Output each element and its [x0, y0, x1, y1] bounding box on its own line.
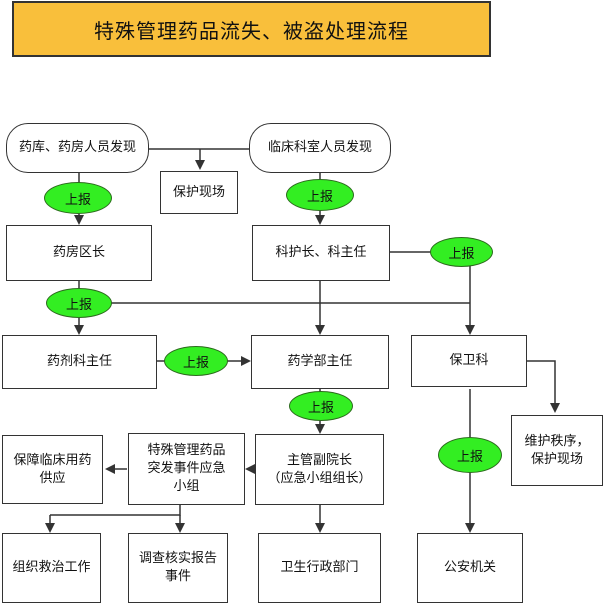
- node-police: 公安机关: [417, 533, 523, 603]
- node-investigate: 调查核实报告 事件: [128, 533, 228, 603]
- report-oval-pharmacy-head: 上报: [46, 288, 112, 318]
- connector-group-down: [50, 505, 181, 516]
- node-vice-president: 主管副院长 （应急小组组长）: [255, 434, 384, 505]
- node-pharmacy-head: 药房区长: [6, 225, 152, 281]
- node-pharmacy-dept-director: 药学部主任: [251, 335, 389, 389]
- report-oval-dept-director: 上报: [289, 391, 353, 421]
- node-health-admin: 卫生行政部门: [258, 533, 381, 603]
- node-clinical-staff: 临床科室人员发现: [249, 123, 391, 173]
- node-maintain-order: 维护秩序， 保护现场: [511, 415, 603, 486]
- node-emergency-group: 特殊管理药品 突发事件应急 小组: [128, 433, 245, 505]
- node-pharmacy-staff: 药库、药房人员发现: [6, 123, 149, 173]
- report-oval-director: 上报: [164, 346, 228, 376]
- report-oval-clinical: 上报: [286, 179, 354, 211]
- node-security: 保卫科: [411, 335, 527, 387]
- node-ensure-supply: 保障临床用药 供应: [2, 435, 103, 504]
- report-oval-dept-head: 上报: [430, 237, 493, 267]
- node-dept-head: 科护长、科主任: [252, 225, 390, 281]
- connector-to-maintain-order: [527, 360, 560, 413]
- page-title: 特殊管理药品流失、被盗处理流程: [12, 1, 491, 57]
- report-oval-security: 上报: [438, 437, 502, 473]
- node-pharmacy-director: 药剂科主任: [2, 335, 157, 389]
- report-oval-pharmacy: 上报: [44, 182, 112, 214]
- node-rescue: 组织救治工作: [2, 533, 101, 603]
- node-protect-scene: 保护现场: [160, 171, 238, 214]
